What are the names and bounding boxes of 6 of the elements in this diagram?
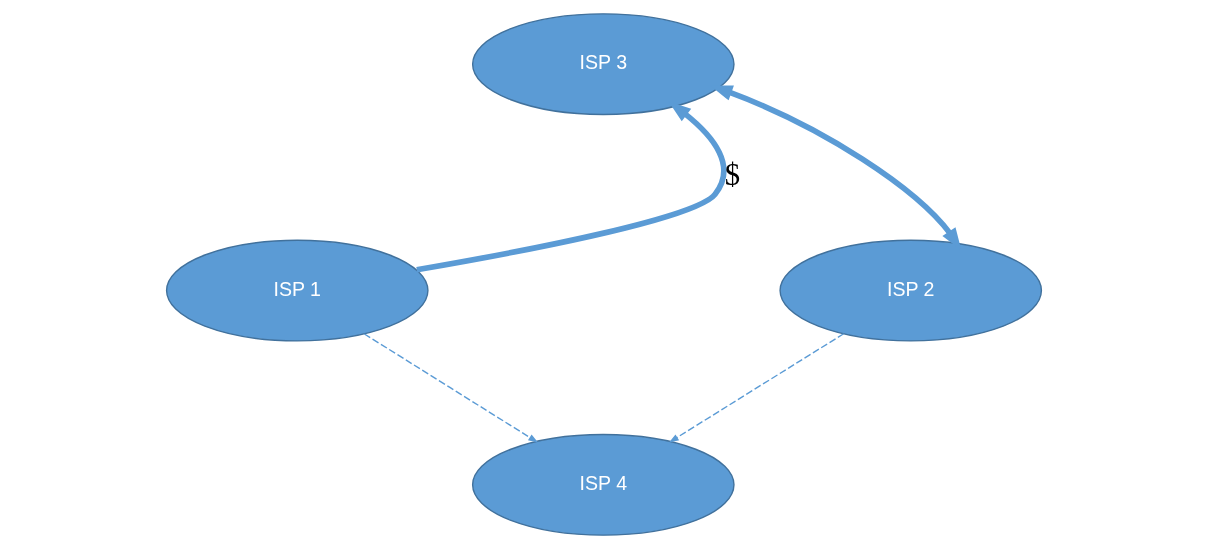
edge-label: $ [724, 158, 741, 193]
node-ellipse: ISP 1 [165, 239, 429, 342]
node-ellipse: ISP 2 [779, 239, 1043, 342]
arrow [363, 333, 539, 443]
arrow [416, 101, 727, 273]
arrow [669, 333, 845, 443]
